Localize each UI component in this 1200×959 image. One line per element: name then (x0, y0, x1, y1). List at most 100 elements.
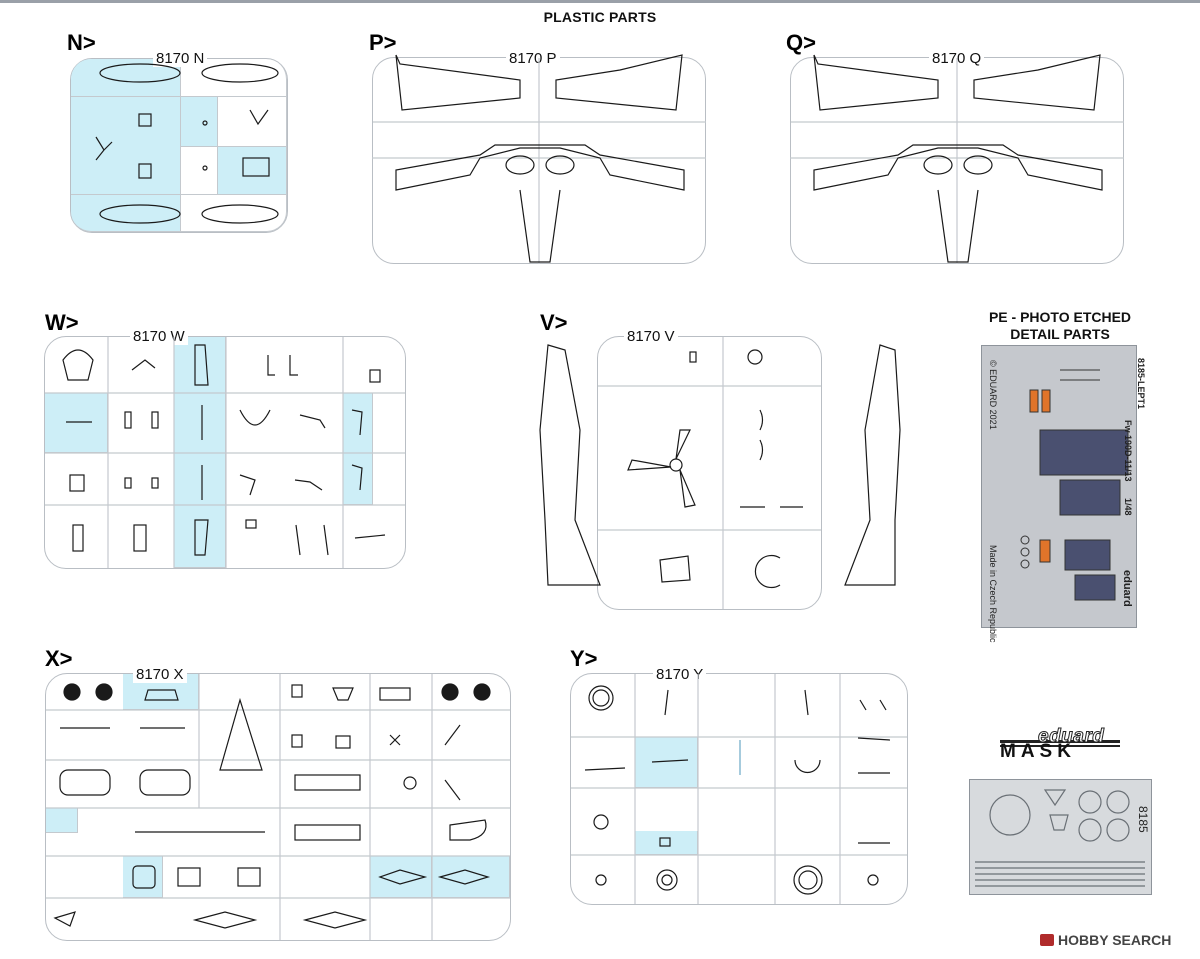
small-part (139, 769, 191, 796)
instrument-panel (1059, 479, 1121, 516)
wing-part (813, 144, 1103, 191)
canopy-part (99, 63, 181, 83)
small-part (291, 734, 303, 748)
pe-title-line1: PE - PHOTO ETCHED (988, 309, 1132, 325)
sprue-n-cell (181, 147, 218, 195)
small-part (69, 474, 85, 492)
sprue-x-code: 8170 X (133, 666, 187, 683)
watermark: HOBBY SEARCH (1058, 932, 1172, 948)
mask-part (989, 794, 1031, 836)
sprue-runner (46, 674, 510, 940)
fuselage-half (539, 344, 601, 586)
small-part (859, 699, 887, 711)
sprue-n-cell (181, 195, 287, 232)
small-part (689, 351, 697, 363)
wheel-well (545, 155, 575, 175)
pe-title: PE - PHOTO ETCHED DETAIL PARTS (965, 309, 1155, 343)
small-part (131, 359, 156, 371)
small-part (295, 524, 329, 556)
small-part (437, 869, 491, 885)
sprue-n-cell (181, 59, 287, 97)
mask-brand: eduard (1037, 726, 1105, 748)
instrument-panel (1039, 429, 1129, 476)
top-border (0, 0, 1200, 3)
mask-part (1078, 790, 1102, 814)
small-part (177, 867, 201, 887)
wheel-part (95, 683, 113, 701)
small-part (138, 163, 152, 179)
small-part (759, 409, 764, 431)
small-part (239, 409, 271, 426)
small-part (95, 136, 113, 161)
small-part (379, 687, 411, 701)
wheel-well (963, 155, 993, 175)
mask-part (1106, 790, 1130, 814)
mask-logo-bars (1000, 740, 1120, 747)
small-pe-part (1020, 547, 1030, 557)
wheel-part (592, 689, 610, 707)
sprue-v-frame (597, 336, 822, 610)
mask-code: 8185 (1136, 806, 1150, 833)
small-part (192, 911, 258, 929)
small-part (133, 524, 147, 552)
small-part (659, 837, 671, 847)
small-part (194, 519, 209, 556)
small-part (202, 165, 208, 171)
sprue-p-letter: P> (369, 30, 397, 55)
small-part (302, 911, 368, 929)
mask-strip (975, 861, 1145, 887)
small-part (294, 824, 361, 841)
small-part (239, 474, 256, 496)
small-part (444, 724, 461, 746)
wing-part (395, 54, 521, 111)
small-part (138, 113, 152, 127)
instrument-panel (1064, 539, 1111, 571)
wheel-well (923, 155, 953, 175)
sprue-x-letter: X> (45, 646, 73, 671)
mask-part (1049, 814, 1069, 831)
small-part (804, 689, 809, 716)
mask-part (1043, 789, 1067, 807)
small-part (857, 737, 891, 741)
small-part (354, 534, 386, 539)
small-part (403, 776, 417, 790)
pe-title-line2: DETAIL PARTS (1010, 326, 1110, 342)
wheel-part (441, 683, 459, 701)
small-part (151, 411, 159, 429)
small-part (53, 911, 76, 927)
small-part (124, 411, 132, 429)
sprue-n-cell (71, 195, 181, 232)
small-part (584, 767, 626, 771)
small-part (242, 157, 270, 177)
small-part (62, 349, 94, 381)
small-part (332, 687, 354, 701)
sprue-x-cell (432, 856, 510, 898)
small-part (151, 477, 159, 489)
small-part (299, 414, 326, 429)
mask-part (1078, 818, 1102, 842)
wing-part (555, 54, 683, 111)
canopy-part (99, 204, 181, 224)
wing-part (973, 54, 1101, 111)
small-part (651, 759, 689, 763)
small-part (249, 109, 269, 126)
small-part (595, 874, 607, 886)
small-part (291, 684, 303, 698)
sprue-y-frame (570, 673, 908, 905)
small-part (202, 120, 208, 126)
small-pe-part (1020, 535, 1030, 545)
wheel-well (505, 155, 535, 175)
small-part (794, 759, 821, 774)
small-part (267, 355, 298, 376)
small-pe-part (1020, 559, 1030, 569)
sprue-n-cell (218, 147, 287, 195)
sprue-w-letter: W> (45, 310, 79, 335)
sprue-n-code: 8170 N (153, 50, 208, 67)
small-part (754, 554, 781, 589)
